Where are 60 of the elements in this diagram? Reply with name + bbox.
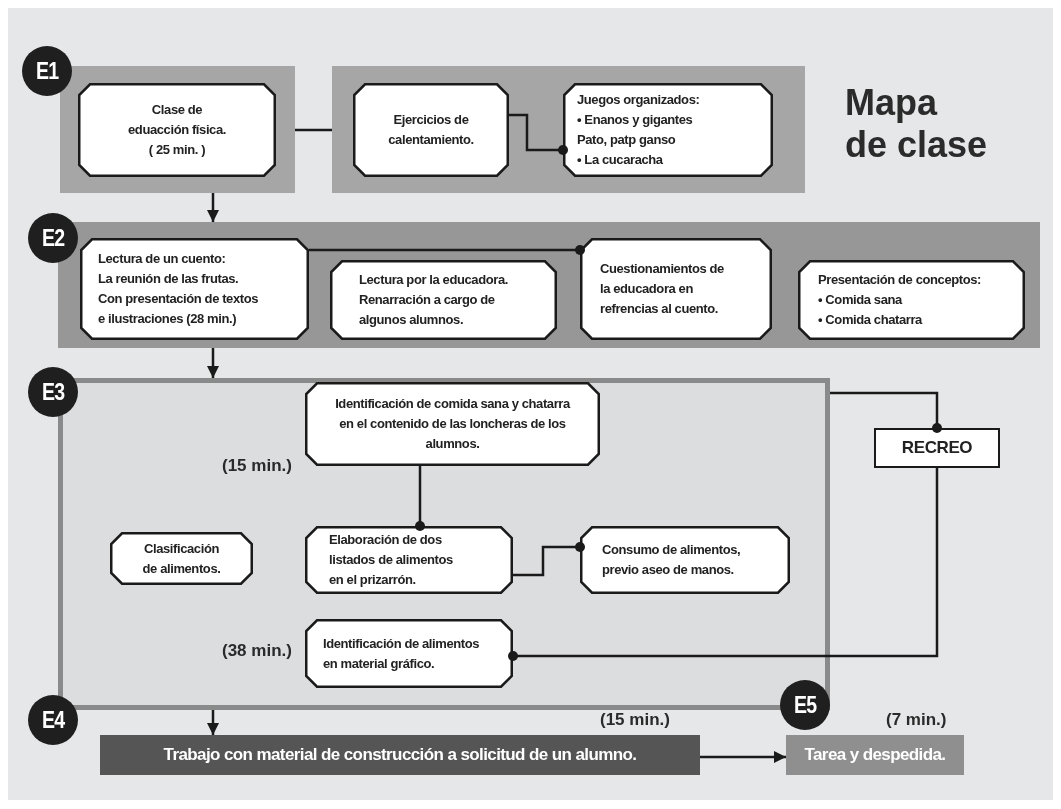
- node-text: Elaboración de dos listados de alimentos en el prizarrón.: [329, 531, 454, 589]
- badge-label: E5: [793, 691, 817, 719]
- section-panel: [332, 66, 805, 193]
- node-text: Juegos organizados:: [577, 91, 701, 109]
- dot-connector: [508, 468, 939, 661]
- activity-box: [580, 238, 772, 340]
- arrow: [206, 710, 220, 735]
- section-panel: [60, 66, 295, 193]
- badge-label: E4: [41, 706, 65, 734]
- activity-bar: [786, 735, 964, 775]
- activity-box: [80, 238, 309, 340]
- activity-box: [305, 619, 513, 688]
- activity-box: [110, 532, 253, 585]
- node-text: • La cucaracha: [577, 151, 664, 169]
- node-text: Clasificación de alimentos.: [141, 539, 222, 578]
- duration-label: (15 min.): [222, 456, 292, 476]
- arrow: [206, 348, 220, 378]
- node-text: • Comida chatarra: [818, 311, 924, 329]
- node-text: La reunión de las frutas.: [98, 270, 240, 288]
- dot-connector: [513, 542, 585, 577]
- duration-label: (38 min.): [222, 641, 292, 661]
- badge-label: E3: [41, 378, 65, 406]
- activity-box: [353, 83, 509, 177]
- connector-line: [295, 128, 332, 132]
- duration-label: (7 min.): [886, 710, 947, 730]
- activity-box: [874, 428, 1000, 468]
- node-text: Ejercicios de calentamiento.: [387, 111, 475, 149]
- node-text: RECREO: [900, 438, 974, 458]
- node-text: Identificación de comida sana y chatarra en el contenido de las loncheras de los alumnos.: [334, 395, 572, 453]
- diagram-title: Mapa de clase: [845, 82, 989, 166]
- activity-box: [580, 526, 790, 594]
- activity-box: [563, 83, 773, 177]
- node-text: Pato, patp ganso: [577, 131, 677, 149]
- dot-connector: [415, 466, 425, 531]
- node-text: Cuestionamientos de la educadora en refrencias al cuento.: [600, 260, 725, 318]
- activity-box: [78, 83, 276, 177]
- dot-connector: [830, 391, 942, 433]
- badge-label: E1: [35, 57, 59, 85]
- node-text: Lectura de un cuento:: [98, 250, 227, 268]
- activity-box: [330, 260, 557, 340]
- activity-box: [305, 382, 600, 466]
- node-text: Con presentación de textos e ilustraciones (28 min.): [98, 290, 260, 328]
- node-text: Consumo de alimentos, previo aseo de manos.: [602, 541, 742, 579]
- duration-label: (15 min.): [600, 710, 670, 730]
- badge-label: E2: [41, 224, 65, 252]
- arrow: [700, 750, 786, 764]
- node-text: Clase de eduacción física. ( 25 min. ): [127, 101, 227, 159]
- node-text: • Comida sana: [818, 291, 904, 309]
- dot-connector: [309, 245, 585, 255]
- arrow: [206, 193, 220, 222]
- node-text: Presentación de conceptos:: [818, 271, 982, 289]
- node-text: Identificación de alimentos en material gráfico.: [323, 634, 481, 673]
- activity-bar: [100, 735, 700, 775]
- node-text: Trabajo con material de construcción a solicitud de un alumno.: [162, 744, 638, 766]
- node-text: • Enanos y gigantes: [577, 111, 694, 129]
- activity-box: [798, 260, 1025, 340]
- activity-box: [305, 526, 513, 594]
- dot-connector: [509, 113, 568, 155]
- node-text: Tarea y despedida.: [803, 744, 947, 766]
- node-text: Lectura por la educadora. Renarración a cargo de algunos alumnos.: [359, 271, 509, 329]
